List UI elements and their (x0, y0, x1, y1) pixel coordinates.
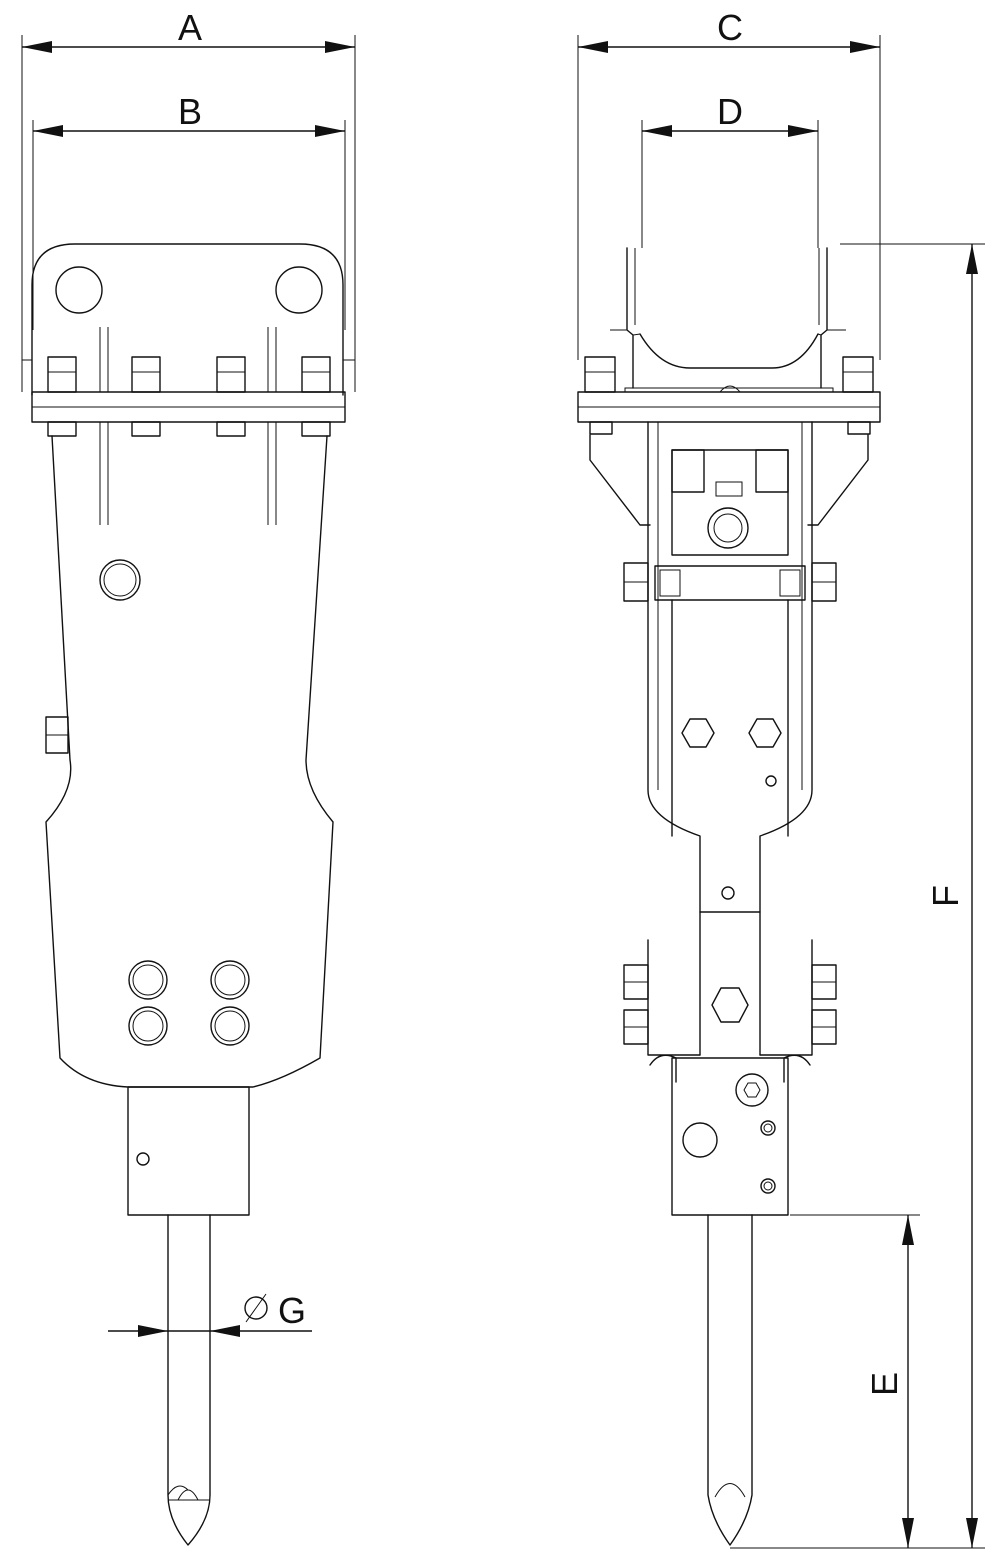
dimension-lines (21, 35, 985, 1549)
front-view (577, 247, 881, 1546)
dimension-label-d: D (717, 91, 743, 132)
dimension-label-b: B (178, 91, 202, 132)
front-head (671, 1057, 789, 1216)
front-housing-frame (647, 421, 813, 1056)
dimension-label-f: F (925, 885, 966, 907)
front-lower-hex-bolt (711, 987, 749, 1023)
diameter-symbol (244, 1296, 268, 1320)
front-clamp-bar (654, 565, 806, 601)
side-bolt-cluster (128, 960, 250, 1046)
front-u-bracket (626, 247, 828, 389)
side-pin-hole-left (55, 266, 103, 314)
front-chisel-tool (707, 1214, 753, 1546)
side-front-head (127, 1086, 250, 1216)
side-plug-upper (99, 559, 141, 601)
dimension-label-a: A (178, 7, 202, 48)
side-view (21, 243, 356, 1546)
side-housing-body (45, 435, 334, 1088)
front-top-bolts (584, 356, 874, 435)
side-top-bracket (31, 243, 344, 396)
dimension-label-g: G (278, 1290, 306, 1331)
side-top-bolts (47, 356, 331, 437)
dimension-label-c: C (717, 7, 743, 48)
side-chisel-tool (167, 1214, 211, 1546)
side-pin-hole-right (275, 266, 323, 314)
dimension-label-e: E (864, 1372, 905, 1396)
